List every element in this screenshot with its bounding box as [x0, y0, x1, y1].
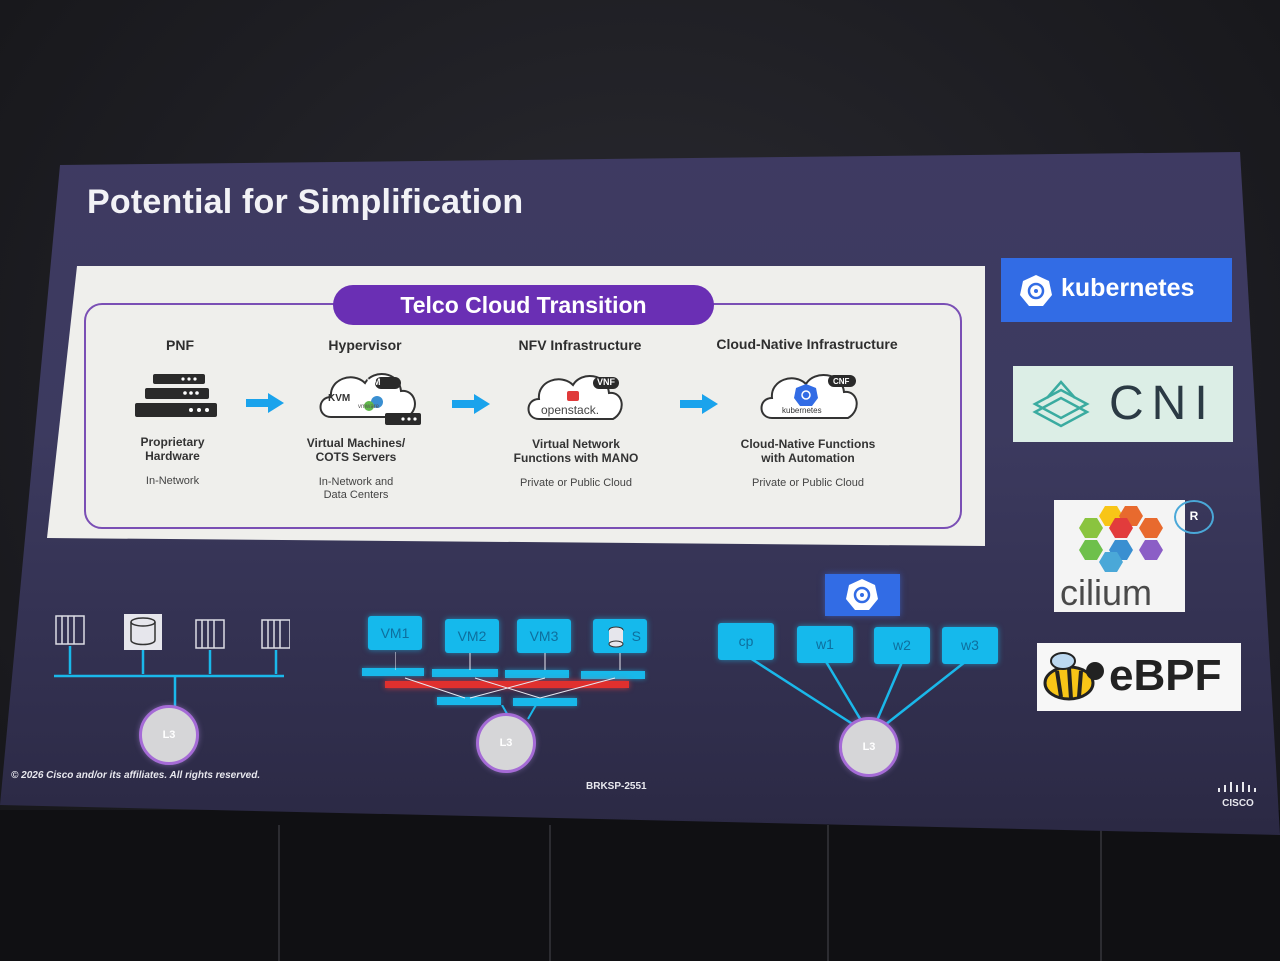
floor-seam: [278, 825, 280, 961]
stage-heading: Cloud-Native Infrastructure: [716, 336, 898, 352]
ebpf-wordmark: eBPF: [1109, 651, 1222, 700]
cnf-badge: CNF: [833, 377, 850, 386]
worker-node: w3: [942, 627, 998, 664]
vm-interconnect-lines: [395, 652, 621, 699]
l3-router-node: L3: [139, 705, 199, 765]
kubernetes-small-logo: kubernetes: [782, 406, 822, 415]
floor-seam: [1100, 825, 1102, 961]
floor-seam: [827, 825, 829, 961]
stage-pnf: PNF: [125, 337, 235, 353]
kubernetes-cluster-badge: [825, 574, 900, 616]
arrow-right-icon: [452, 394, 490, 414]
vswitch-bar: [581, 671, 645, 679]
physical-network-diagram: [54, 614, 290, 678]
stage-heading: NFV Infrastructure: [518, 337, 642, 353]
stage-location: In-Network: [145, 475, 200, 487]
kubernetes-wordmark: kubernetes: [1061, 274, 1195, 302]
stage-hypervisor-text: Virtual Machines/ COTS Servers In-Networ…: [296, 436, 416, 502]
vswitch-bar: [505, 670, 569, 678]
transition-banner: Telco Cloud Transition: [333, 285, 714, 325]
vm-box: VM3: [517, 619, 571, 653]
stage-desc-2: with Automation: [761, 451, 855, 465]
vnf-badge: VNF: [597, 377, 615, 387]
floor-seam: [549, 825, 551, 961]
cilium-badge: R: [1174, 500, 1214, 534]
hypervisor-cloud-icon: [319, 373, 421, 425]
cisco-logo: CISCO: [1216, 780, 1260, 809]
stage-heading: PNF: [166, 337, 194, 353]
copyright-text: © 2026 Cisco and/or its affiliates. All …: [11, 770, 261, 781]
ebpf-logo: eBPF: [1037, 643, 1241, 711]
kubernetes-wheel-icon: [846, 579, 878, 610]
vmware-logo: vmware: [358, 404, 380, 410]
server-stack-icon: [135, 374, 217, 417]
uplink-bar: [513, 698, 577, 706]
stage-hypervisor: Hypervisor: [300, 337, 430, 353]
stage-desc-2: COTS Servers: [315, 450, 397, 464]
stage-location: Private or Public Cloud: [520, 477, 632, 489]
stage-desc-1: Virtual Machines/: [306, 436, 406, 450]
fabric-bar: [385, 681, 629, 688]
worker-node: w2: [874, 627, 930, 664]
kubernetes-logo: kubernetes: [1001, 258, 1232, 322]
database-icon: [608, 626, 624, 648]
stage-nfv: NFV Infrastructure: [500, 337, 660, 353]
cilium-hex-icon: [1079, 506, 1163, 572]
cisco-bars-icon: [1218, 782, 1256, 792]
vm-box: VM1: [368, 616, 422, 650]
cisco-wordmark: CISCO: [1222, 798, 1254, 809]
cni-cube-icon: [1032, 380, 1090, 428]
slide-title: Potential for Simplification: [87, 183, 524, 221]
worker-node: w1: [797, 626, 853, 663]
control-plane-node: cp: [718, 623, 774, 660]
stage-desc-2: Hardware: [145, 449, 200, 463]
vswitch-bar: [432, 669, 498, 677]
l3-router-node: L3: [839, 717, 899, 777]
l3-router-node: L3: [476, 713, 536, 773]
vm-badge: VM: [367, 377, 381, 387]
stage-heading: Hypervisor: [328, 337, 402, 353]
stage-desc-1: Virtual Network: [532, 437, 620, 451]
arrow-right-icon: [680, 394, 718, 414]
openstack-logo: openstack.: [541, 403, 600, 417]
stage-desc-1: Cloud-Native Functions: [740, 437, 876, 451]
kubernetes-wheel-icon: [1020, 275, 1052, 306]
bee-icon: [1043, 652, 1104, 701]
stage-nfv-text: Virtual Network Functions with MANO Priv…: [505, 437, 647, 490]
stage-desc-1: Proprietary: [140, 435, 205, 449]
stage-floor: [0, 810, 1280, 961]
session-code: BRKSP-2551: [586, 781, 647, 792]
stage-location: Private or Public Cloud: [752, 477, 864, 489]
cni-wordmark: CNI: [1109, 377, 1216, 430]
stage-desc-2: Functions with MANO: [513, 451, 639, 465]
stage-cloud-native: Cloud-Native Infrastructure: [700, 336, 914, 352]
vm-box: VM2: [445, 619, 499, 653]
arrow-right-icon: [246, 393, 284, 413]
stage-cloud-native-text: Cloud-Native Functions with Automation P…: [723, 437, 893, 490]
kubernetes-cloud-icon: [760, 373, 858, 419]
kvm-logo: KVM: [328, 393, 351, 404]
uplink-bar: [437, 697, 501, 705]
cilium-logo: cilium: [1054, 500, 1185, 613]
vswitch-bar: [362, 668, 424, 676]
stage-location: In-Network and: [318, 476, 394, 488]
cni-logo: CNI: [1013, 366, 1233, 442]
stage-location-2: Data Centers: [323, 489, 389, 501]
cilium-wordmark: cilium: [1060, 572, 1153, 613]
openstack-cloud-icon: [527, 375, 623, 420]
stage-pnf-text: Proprietary Hardware In-Network: [120, 435, 225, 488]
